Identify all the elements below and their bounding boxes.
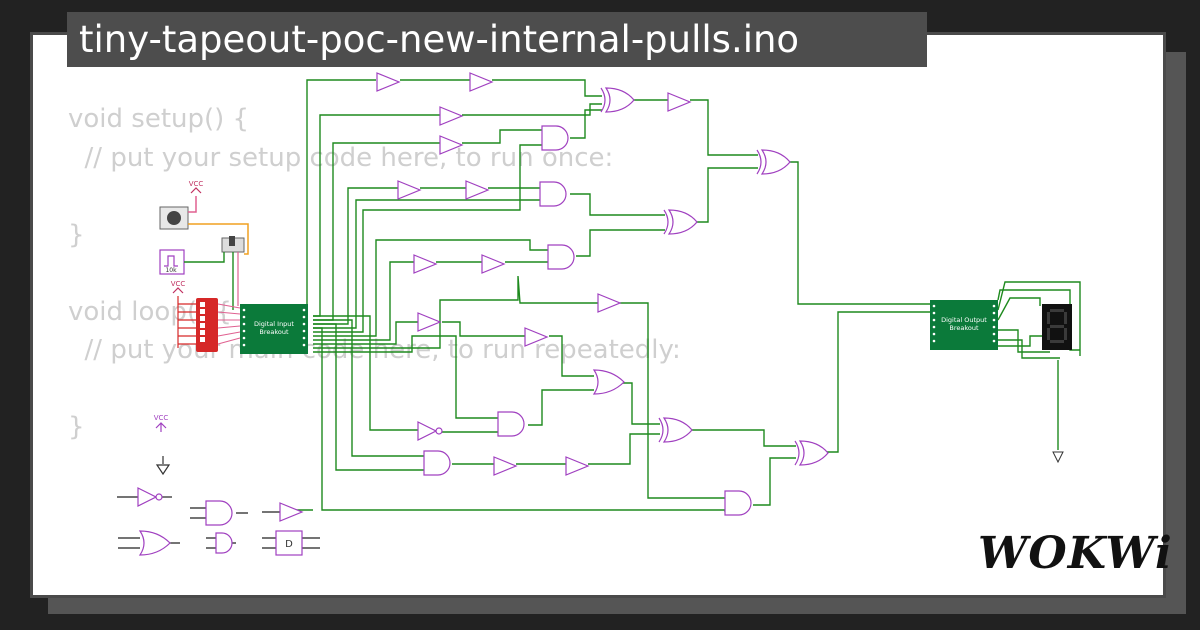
clock-generator-icon xyxy=(159,249,225,275)
code-line: // put your main code here, to run repea… xyxy=(68,335,681,365)
buffer-gate xyxy=(417,312,441,332)
signal-wires xyxy=(243,79,1081,512)
vcc-arrow-icon xyxy=(155,422,167,432)
buffer-gate xyxy=(413,254,437,274)
vcc-arrow-icon xyxy=(190,187,202,194)
output-breakout-label: Digital Output Breakout xyxy=(941,316,987,332)
code-line: // put your setup code here, to run once… xyxy=(68,142,614,173)
buffer-gate xyxy=(376,72,400,92)
buffer-gate xyxy=(493,456,517,476)
not-gate xyxy=(417,421,443,441)
project-title: tiny-tapeout-poc-new-internal-pulls.ino xyxy=(67,12,927,67)
xor-gate xyxy=(794,440,829,466)
input-breakout-label-box: Digital Input Breakout xyxy=(254,320,294,336)
buffer-gate xyxy=(465,180,489,200)
slide-switch-icon xyxy=(188,223,249,310)
palette-gates: D xyxy=(137,487,303,556)
and-gate xyxy=(541,125,569,151)
vcc-label: VCC xyxy=(189,180,204,188)
logic-gates xyxy=(376,72,829,516)
digital-input-breakout xyxy=(240,304,308,354)
digital-output-breakout xyxy=(930,300,998,350)
ground-icon xyxy=(155,456,171,476)
buffer-gate xyxy=(524,327,548,347)
code-line: void setup() { xyxy=(68,104,250,134)
and-gate xyxy=(539,181,567,207)
and-gate xyxy=(724,490,752,516)
and-gate xyxy=(547,244,575,270)
code-line: } xyxy=(68,219,85,250)
seven-segment-display-icon xyxy=(1042,304,1072,350)
vcc-label: VCC xyxy=(171,280,186,288)
flipflop-label: D xyxy=(285,539,293,550)
buffer-gate xyxy=(439,135,463,155)
xor-gate xyxy=(663,209,698,235)
vcc-label: VCC xyxy=(154,414,169,422)
vcc-arrow-icon xyxy=(172,287,184,294)
or-gate xyxy=(593,369,625,395)
buffer-gate xyxy=(597,293,621,313)
clock-label: 10k xyxy=(165,267,177,274)
xor-gate xyxy=(658,417,693,443)
code-line: } xyxy=(68,412,85,442)
code-background: void setup() { // put your setup code he… xyxy=(68,100,681,447)
buffer-gate xyxy=(439,106,463,126)
xor-gate xyxy=(756,149,791,175)
buffer-gate xyxy=(667,92,691,112)
output-breakout-label-box: Digital Output Breakout xyxy=(941,316,987,332)
d-flipflop-icon xyxy=(275,530,303,556)
parts-palette xyxy=(117,496,320,549)
and-gate xyxy=(497,411,525,437)
wokwi-logo: WOKWi xyxy=(978,528,1173,579)
pushbutton-icon xyxy=(159,196,197,230)
input-breakout-label: Digital Input Breakout xyxy=(254,320,294,336)
buffer-gate xyxy=(481,254,505,274)
dip-switch-icon xyxy=(177,296,241,352)
buffer-gate xyxy=(469,72,493,92)
and-gate xyxy=(423,450,451,476)
buffer-gate xyxy=(397,180,421,200)
buffer-gate xyxy=(565,456,589,476)
ground-icon xyxy=(1052,451,1064,464)
xor-gate xyxy=(600,87,635,113)
